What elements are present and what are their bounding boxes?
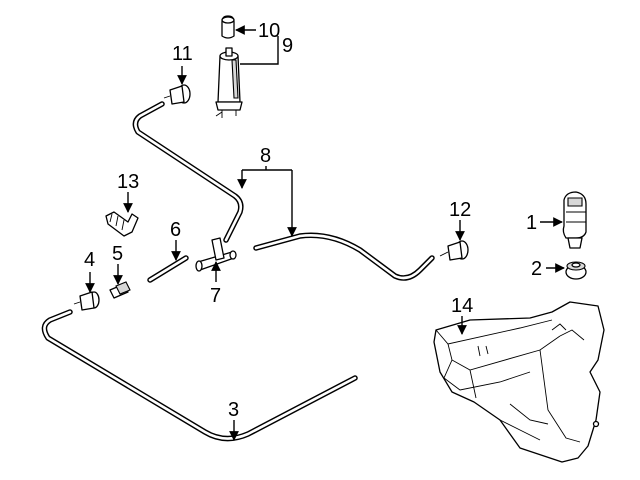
callout-11: 11: [172, 43, 193, 65]
nozzle-part-4: [73, 291, 100, 311]
nozzle-part-11: [163, 84, 191, 105]
washer-reservoir-part-14: [433, 301, 605, 463]
elbow-connector-part-13: [105, 211, 139, 237]
callout-13: 13: [117, 171, 139, 193]
callout-4: 4: [84, 249, 95, 271]
callout-5: 5: [112, 243, 123, 265]
callout-8: 8: [260, 145, 271, 167]
callout-7: 7: [210, 285, 221, 307]
connector-part-5: [109, 281, 131, 299]
leader-lines: [85, 25, 565, 441]
callout-14: 14: [451, 295, 473, 317]
pump-part-9: [215, 47, 243, 118]
washer-pump-part-1: [562, 191, 587, 249]
lower-hose-part-3: [41, 309, 358, 442]
callout-6: 6: [170, 219, 181, 241]
callout-1: 1: [526, 212, 537, 234]
leader-8-bracket: [242, 166, 292, 171]
nozzle-part-12: [439, 240, 469, 261]
callout-10: 10: [258, 20, 280, 42]
callout-3: 3: [228, 399, 239, 421]
callout-labels: 1 2 3 4 5 6 7 8 9 10 11 12 13 14: [84, 20, 542, 421]
short-hose-part-6: [147, 255, 189, 283]
callout-12: 12: [449, 199, 471, 221]
cap-part-10: [221, 15, 235, 39]
grommet-part-2: [565, 261, 587, 280]
leader-9: [240, 36, 279, 65]
upper-hose-part-8: [132, 101, 435, 281]
callout-2: 2: [531, 258, 542, 280]
callout-9: 9: [282, 35, 293, 57]
t-connector-part-7: [195, 237, 237, 272]
